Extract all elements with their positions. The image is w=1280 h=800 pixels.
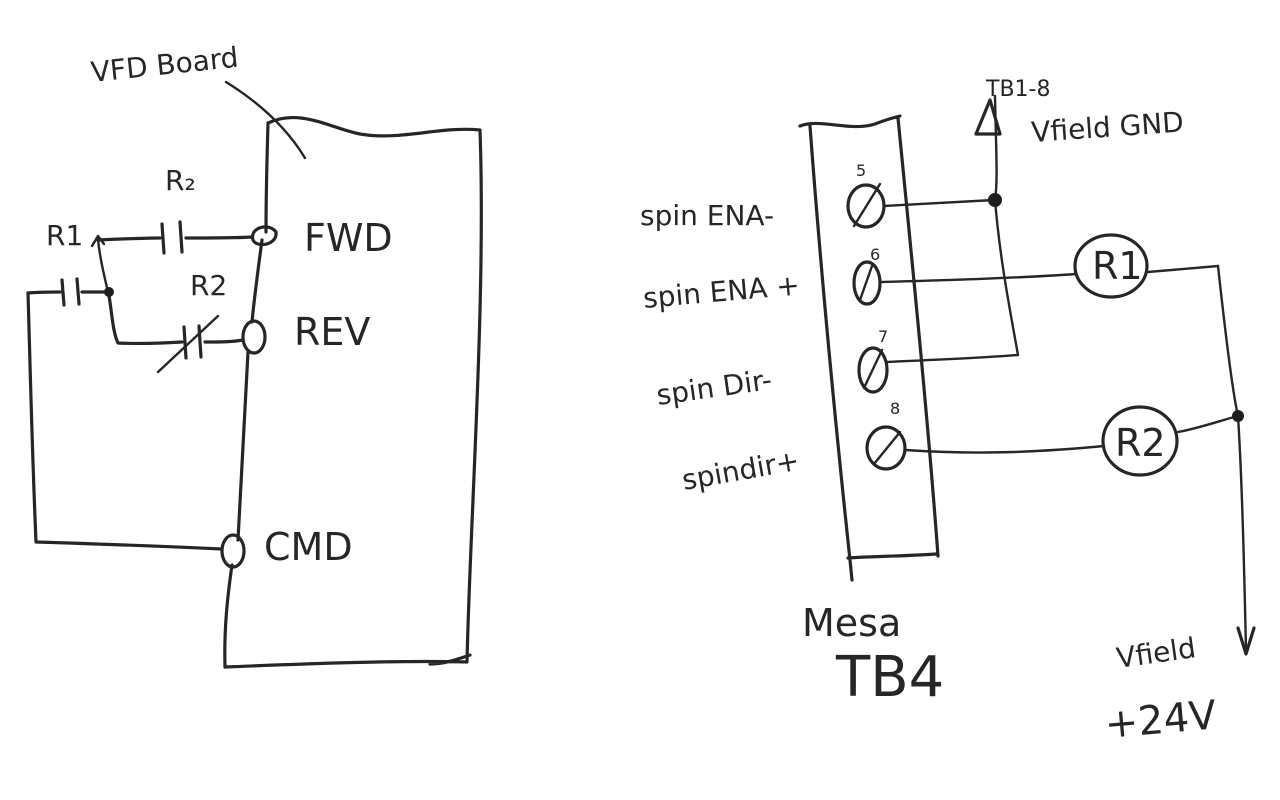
mesa-label: Mesa bbox=[802, 601, 901, 645]
pin-7-label: spin Dir- bbox=[654, 363, 773, 412]
r1-junction-dot bbox=[104, 287, 114, 297]
r2-rev-contact bbox=[106, 288, 245, 374]
vfd-left-bus bbox=[223, 121, 270, 669]
pin-6: 6 spin ENA + bbox=[642, 245, 882, 315]
vfd-board-label: VFD Board bbox=[89, 41, 240, 89]
relay-r2-coil bbox=[1101, 405, 1179, 477]
r1-return-wire bbox=[26, 291, 224, 551]
pin-8: 8 spindir+ bbox=[679, 399, 907, 497]
r2-top-label: R₂ bbox=[165, 164, 196, 197]
r2-fwd-contact bbox=[90, 220, 254, 255]
pin-8-label: spindir+ bbox=[679, 444, 801, 497]
supply-arrow bbox=[1236, 626, 1256, 656]
pin-5-label: spin ENA- bbox=[640, 199, 774, 232]
pin-5-number: 5 bbox=[856, 161, 866, 180]
vfd-board-pointer bbox=[224, 80, 307, 160]
cmd-label: CMD bbox=[264, 525, 353, 569]
tb4-label: TB4 bbox=[835, 645, 944, 710]
rev-label: REV bbox=[294, 310, 370, 354]
pin-6-number: 6 bbox=[870, 245, 880, 264]
r2-to-supply-wire bbox=[1176, 414, 1240, 434]
relay-r2: R2 bbox=[1101, 405, 1179, 477]
pin-7-screw bbox=[857, 346, 889, 394]
pin8-to-r2-wire bbox=[903, 444, 1106, 454]
relay-r2-label: R2 bbox=[1115, 421, 1166, 465]
r2-bottom-label: R2 bbox=[190, 269, 227, 302]
pin-8-screw bbox=[865, 425, 907, 471]
pin-8-number: 8 bbox=[890, 399, 900, 418]
rev-terminal bbox=[241, 319, 267, 355]
fwd-label: FWD bbox=[304, 216, 393, 260]
fwd-terminal bbox=[250, 225, 278, 247]
mesa-tb4-block: Mesa TB4 5 spin ENA- 6 spin ENA + 7 spin… bbox=[640, 77, 1185, 710]
vfield-gnd-label: Vfield GND bbox=[1030, 105, 1185, 149]
pin5-to-gnd-wire bbox=[882, 198, 996, 208]
pin6-to-r1-wire bbox=[880, 272, 1078, 284]
gnd-arrow bbox=[974, 98, 1002, 136]
relay-r1: R1 bbox=[1073, 233, 1149, 299]
vfd-board-outline bbox=[223, 115, 483, 669]
gnd-bus-wire bbox=[885, 94, 1020, 364]
pin-6-label: spin ENA + bbox=[642, 268, 801, 315]
gnd-junction-dot bbox=[988, 193, 1002, 207]
plus24v-label: +24V bbox=[1103, 692, 1219, 748]
relay-r1-coil bbox=[1073, 233, 1149, 299]
r1-label: R1 bbox=[46, 219, 83, 252]
relay-r1-label: R1 bbox=[1092, 244, 1143, 288]
pin-7: 7 spin Dir- bbox=[654, 327, 889, 412]
pin-7-number: 7 bbox=[878, 327, 888, 346]
pin-6-screw bbox=[852, 260, 882, 306]
mesa-block-outline bbox=[798, 114, 940, 582]
pin-5: 5 spin ENA- bbox=[640, 161, 886, 232]
supply-junction-dot bbox=[1232, 410, 1244, 422]
vfield-label: Vfield bbox=[1114, 631, 1197, 675]
vfd-board: VFD Board FWD REV CMD R₂ R2 R1 bbox=[26, 41, 483, 669]
r1-to-supply-wire bbox=[1146, 264, 1220, 274]
supply-bus: Vfield +24V bbox=[1103, 264, 1256, 748]
supply-vertical-wire bbox=[1216, 264, 1248, 652]
tb1-8-label: TB1-8 bbox=[985, 77, 1050, 102]
cmd-terminal bbox=[220, 533, 246, 569]
